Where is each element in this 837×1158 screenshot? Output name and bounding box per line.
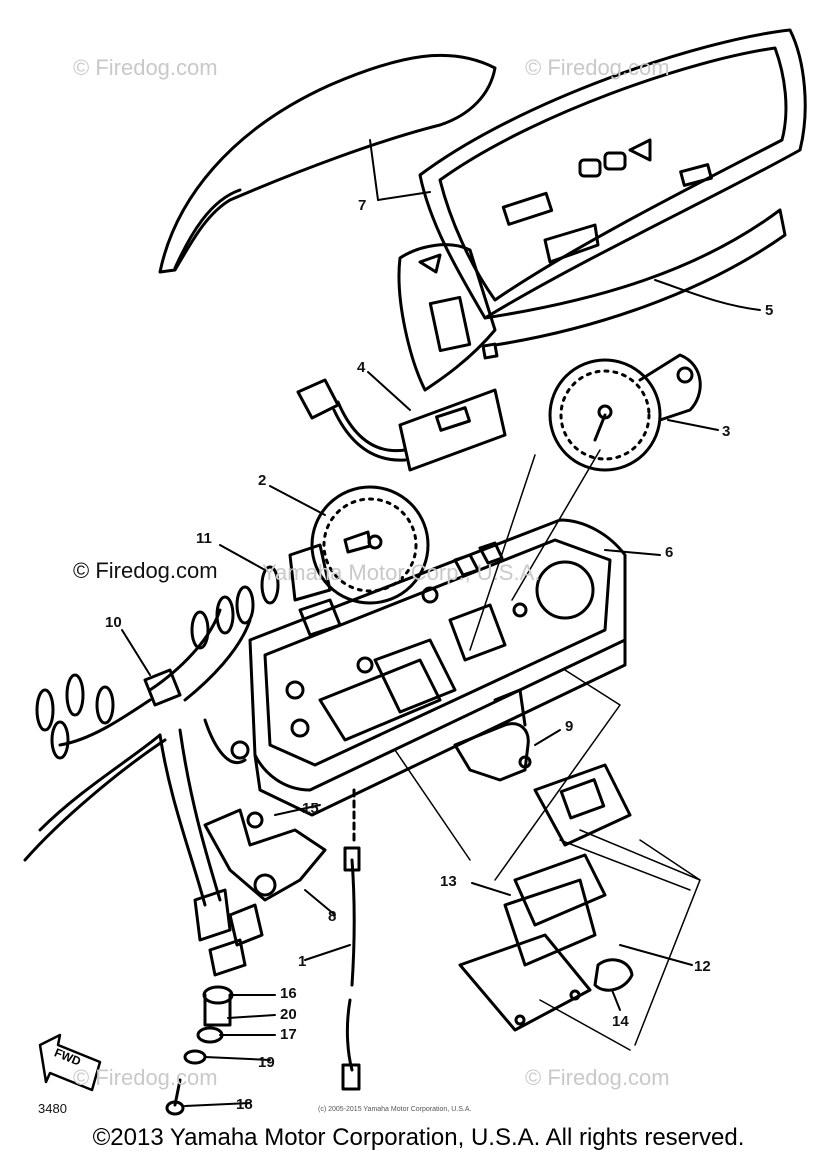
meter-cover-part xyxy=(397,28,807,392)
callout-label: 3 xyxy=(722,423,731,440)
lower-case-part xyxy=(248,518,627,817)
watermark-text: © Firedog.com xyxy=(73,1065,218,1090)
warning-unit-part xyxy=(458,763,634,1032)
visor-part xyxy=(158,53,497,274)
callout-label: 9 xyxy=(565,718,574,735)
callout-label: 15 xyxy=(302,800,319,817)
callout-label: 12 xyxy=(694,958,711,975)
speedometer-cable-part xyxy=(341,788,361,1091)
speedometer-part xyxy=(288,485,430,605)
callout-label: 14 xyxy=(612,1013,629,1030)
callout-label: 2 xyxy=(258,472,267,489)
callout-label: 8 xyxy=(328,908,337,925)
bulb-socket-parts xyxy=(165,985,234,1116)
callout-label: 18 xyxy=(236,1096,253,1113)
sub-copyright: (c) 2005-2015 Yamaha Motor Corporation, … xyxy=(318,1106,472,1113)
assembly-guides xyxy=(394,449,701,1051)
callout-label: 11 xyxy=(196,530,212,547)
callout-label: 13 xyxy=(440,873,457,890)
callout-label: 5 xyxy=(765,302,774,319)
tachometer-part xyxy=(548,353,702,472)
indicator-module-part xyxy=(296,378,507,472)
callout-label: 7 xyxy=(358,197,367,214)
callout-label: 1 xyxy=(298,953,307,970)
watermark-text: © Firedog.com xyxy=(73,558,218,583)
callout-label: 16 xyxy=(280,985,297,1002)
fwd-arrow-icon xyxy=(38,1033,102,1092)
watermark-overlay-text: Yamaha Motor Corp., U.S.A. xyxy=(262,560,541,585)
diagram-code: 3480 xyxy=(38,1101,67,1116)
copyright-footer: ©2013 Yamaha Motor Corporation, U.S.A. A… xyxy=(92,1124,745,1151)
watermark-text: © Firedog.com xyxy=(525,55,670,80)
callout-label: 20 xyxy=(280,1006,297,1023)
leader-lines xyxy=(121,139,761,1107)
lower-bracket-part xyxy=(203,808,327,902)
callout-label: 6 xyxy=(665,544,674,561)
watermark-text: © Firedog.com xyxy=(525,1065,670,1090)
watermark-text: © Firedog.com xyxy=(73,55,218,80)
callout-label: 19 xyxy=(258,1054,275,1071)
bracket-part xyxy=(453,688,532,782)
callout-label: 4 xyxy=(357,359,366,376)
callout-label: 17 xyxy=(280,1026,297,1043)
callout-label: 10 xyxy=(105,614,122,631)
wiring-harness xyxy=(23,565,280,977)
